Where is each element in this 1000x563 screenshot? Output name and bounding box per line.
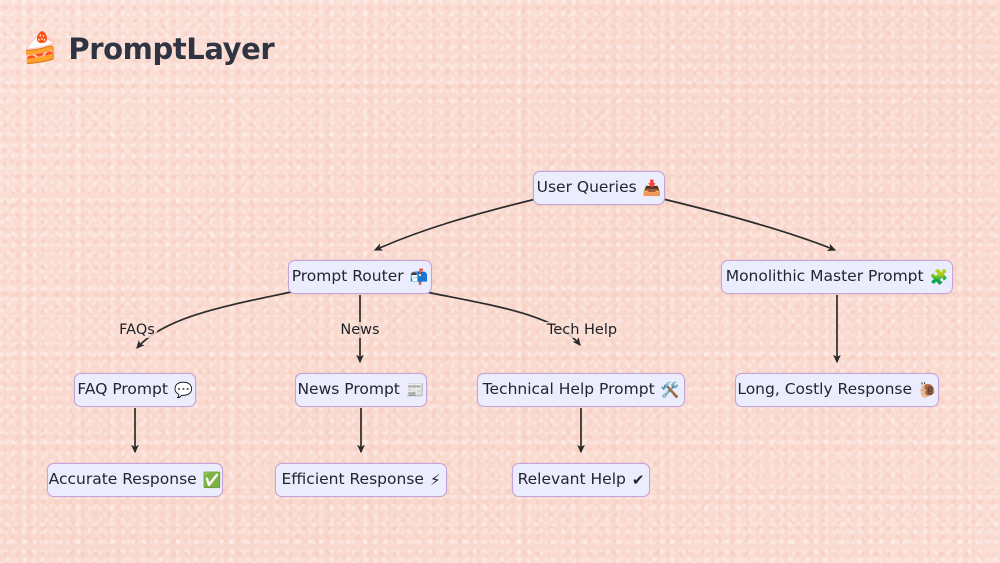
node-user-queries-label: User Queries 📥: [537, 180, 662, 196]
node-news-prompt[interactable]: News Prompt 📰: [295, 373, 427, 407]
node-efficient-response-label: Efficient Response ⚡: [282, 472, 441, 488]
edge-label-news: News: [338, 322, 382, 338]
node-accurate-response[interactable]: Accurate Response ✅: [47, 463, 223, 497]
node-prompt-router[interactable]: Prompt Router 📬: [288, 260, 432, 294]
mailbox-icon: 📬: [409, 267, 429, 286]
node-prompt-router-label: Prompt Router 📬: [292, 269, 429, 285]
node-relevant-help[interactable]: Relevant Help ✔: [512, 463, 650, 497]
inbox-tray-icon: 📥: [642, 178, 662, 197]
edge-user-queries-to-prompt-router: [373, 198, 537, 251]
node-faq-prompt-label: FAQ Prompt 💬: [77, 382, 192, 398]
node-efficient-response[interactable]: Efficient Response ⚡: [275, 463, 447, 497]
edge-label-faqs: FAQs: [117, 322, 157, 338]
node-user-queries[interactable]: User Queries 📥: [533, 171, 665, 205]
node-news-prompt-text: News Prompt: [297, 380, 400, 399]
newspaper-icon: 📰: [405, 380, 425, 399]
check-mark-icon: ✔: [631, 470, 645, 489]
node-monolithic-label: Monolithic Master Prompt 🧩: [726, 269, 949, 285]
node-technical-help-label: Technical Help Prompt 🛠️: [483, 382, 680, 398]
node-faq-prompt-text: FAQ Prompt: [77, 380, 168, 399]
brand-name: PromptLayer: [68, 32, 275, 66]
node-accurate-response-label: Accurate Response ✅: [49, 472, 222, 488]
node-long-costly-text: Long, Costly Response: [737, 380, 912, 399]
cake-slice-icon: 🍰: [22, 31, 60, 66]
node-accurate-response-text: Accurate Response: [48, 470, 197, 489]
edge-prompt-router-to-faq-prompt: [136, 290, 297, 349]
node-user-queries-text: User Queries: [536, 178, 637, 197]
high-voltage-icon: ⚡: [429, 470, 441, 489]
node-relevant-help-text: Relevant Help: [517, 470, 626, 489]
node-news-prompt-label: News Prompt 📰: [297, 382, 424, 398]
node-technical-help-prompt[interactable]: Technical Help Prompt 🛠️: [477, 373, 685, 407]
snail-icon: 🐌: [918, 380, 937, 399]
node-relevant-help-label: Relevant Help ✔: [518, 472, 645, 488]
edge-user-queries-to-monolithic: [662, 198, 837, 251]
node-efficient-response-text: Efficient Response: [281, 470, 424, 489]
node-monolithic-master-prompt[interactable]: Monolithic Master Prompt 🧩: [721, 260, 953, 294]
node-long-costly-label: Long, Costly Response 🐌: [737, 382, 936, 398]
node-technical-help-text: Technical Help Prompt: [482, 380, 655, 399]
node-monolithic-text: Monolithic Master Prompt: [725, 267, 924, 286]
node-prompt-router-text: Prompt Router: [291, 267, 404, 286]
puzzle-piece-icon: 🧩: [929, 267, 949, 286]
node-long-costly-response[interactable]: Long, Costly Response 🐌: [735, 373, 939, 407]
edge-label-tech-help: Tech Help: [544, 322, 620, 338]
speech-balloon-icon: 💬: [173, 380, 193, 399]
brand-logo: 🍰 PromptLayer: [22, 31, 275, 66]
node-faq-prompt[interactable]: FAQ Prompt 💬: [74, 373, 196, 407]
check-mark-button-icon: ✅: [202, 470, 222, 489]
hammer-and-wrench-icon: 🛠️: [660, 380, 680, 399]
